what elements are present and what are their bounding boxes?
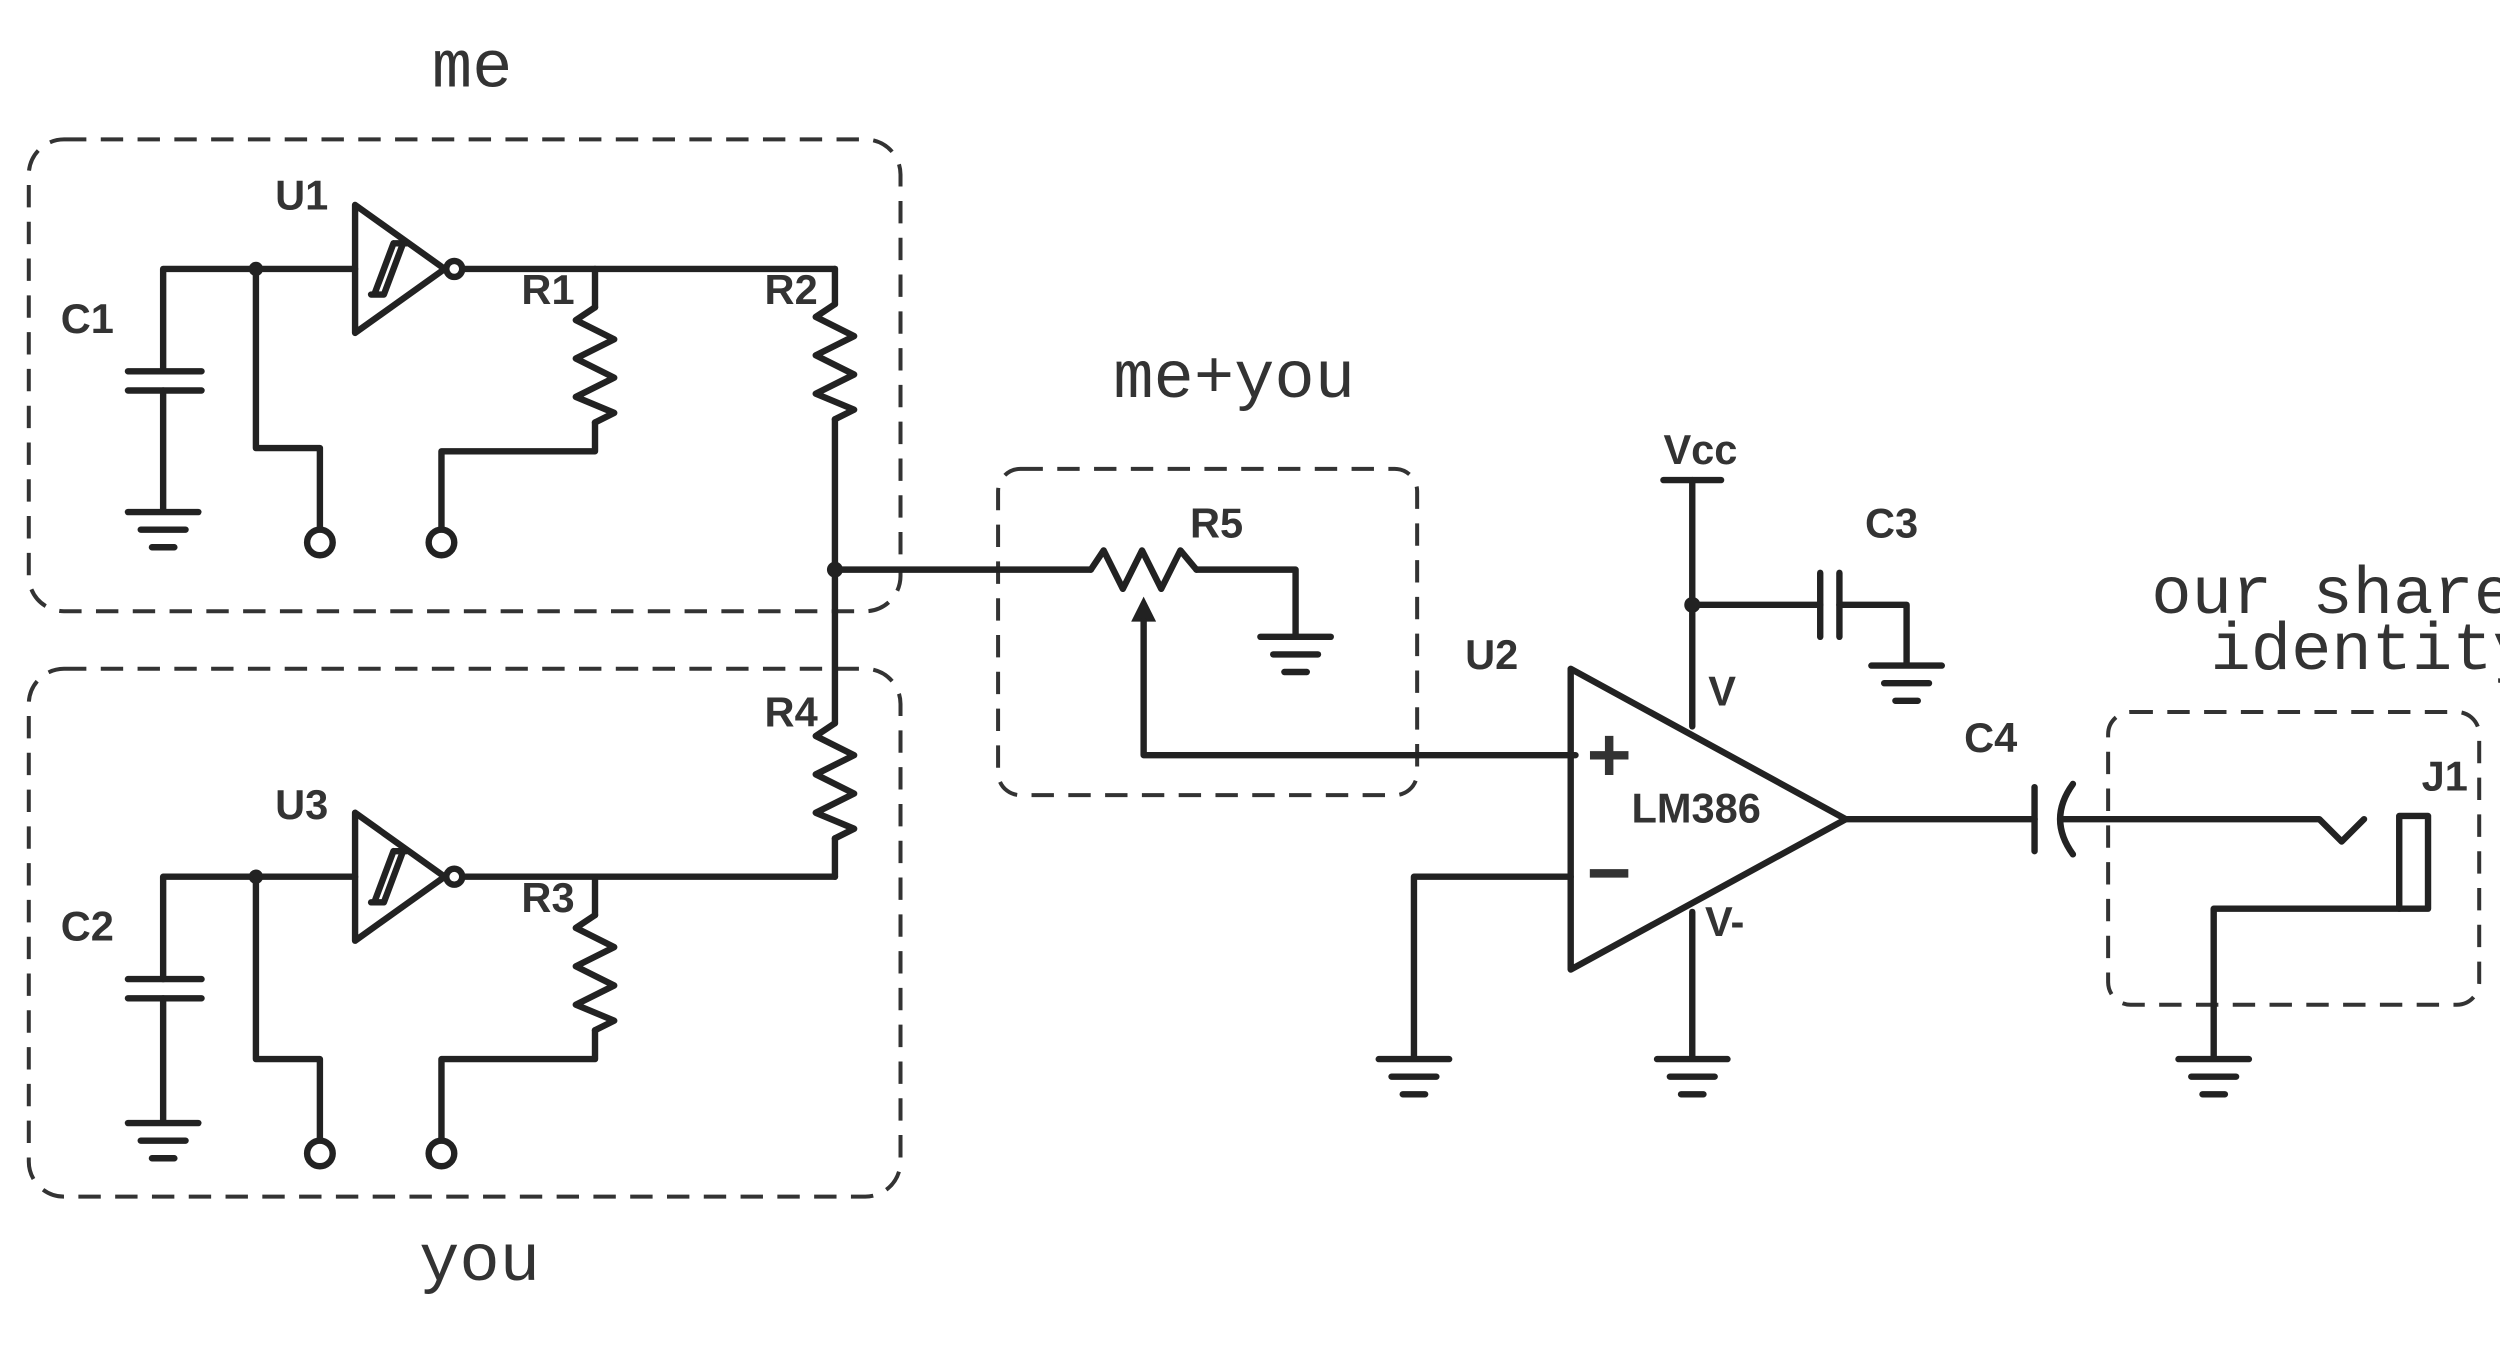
resistor-r3: R3 bbox=[425, 873, 618, 1170]
label-shared-1: our shared bbox=[2151, 558, 2500, 634]
ground-icon bbox=[1653, 1055, 1731, 1098]
capacitor-c2: C2 bbox=[61, 873, 260, 1162]
capacitor-c4: C4 bbox=[1842, 714, 2077, 858]
ref-r1: R1 bbox=[521, 266, 574, 313]
op-amp-icon: + − LM386 V V- U2 bbox=[1465, 631, 1850, 973]
capacitor-c3: C3 bbox=[1689, 500, 1945, 704]
resistor-r4: R4 bbox=[765, 566, 858, 880]
test-point bbox=[303, 526, 336, 559]
ground-icon bbox=[1868, 662, 1945, 704]
jack-sleeve bbox=[2396, 812, 2432, 912]
ground-icon bbox=[1257, 633, 1334, 676]
ref-r4: R4 bbox=[765, 688, 818, 735]
label-you: you bbox=[419, 1225, 540, 1301]
resistor-r1: R1 bbox=[425, 265, 618, 559]
ref-u2: U2 bbox=[1465, 631, 1518, 678]
label-shared-2: identity bbox=[2210, 614, 2500, 690]
amp-part-number: LM386 bbox=[1631, 784, 1760, 831]
group-box-you bbox=[26, 666, 903, 1199]
ref-r3: R3 bbox=[521, 874, 574, 921]
ref-c2: C2 bbox=[61, 903, 114, 950]
ref-c1: C1 bbox=[61, 295, 114, 342]
label-me: me bbox=[432, 32, 513, 108]
ref-c3: C3 bbox=[1865, 500, 1918, 547]
capacitor-c1: C1 bbox=[61, 265, 260, 551]
amp-plus-sign: + bbox=[1587, 713, 1632, 798]
ground-icon bbox=[2175, 1055, 2253, 1098]
ground-icon bbox=[124, 508, 202, 551]
ground-icon bbox=[1375, 1055, 1453, 1098]
group-box-shared-identity bbox=[2106, 709, 2482, 1007]
amp-minus-sign: − bbox=[1587, 831, 1632, 916]
ref-j1: J1 bbox=[2422, 752, 2468, 799]
oscillator-top: C1 U1 R1 R2 bbox=[61, 172, 858, 573]
wiper-arrow bbox=[1131, 596, 1157, 622]
potentiometer-r5: R5 bbox=[831, 500, 1579, 759]
ref-c4: C4 bbox=[1964, 714, 2017, 761]
amp-pin-v: V bbox=[1708, 668, 1736, 715]
oscillator-bottom: C2 U3 R3 R4 bbox=[61, 566, 858, 1170]
schmitt-inverter-icon: U3 bbox=[252, 781, 466, 944]
vcc-label: Vcc bbox=[1663, 426, 1737, 473]
test-point bbox=[425, 526, 458, 559]
ref-u3: U3 bbox=[275, 781, 328, 828]
amp-pin-vminus: V- bbox=[1705, 898, 1744, 945]
ref-u1: U1 bbox=[275, 172, 328, 219]
ref-r2: R2 bbox=[765, 266, 818, 313]
resistor-r2: R2 bbox=[765, 265, 858, 573]
audio-jack-icon: J1 bbox=[2056, 752, 2468, 1098]
ref-r5: R5 bbox=[1190, 500, 1243, 547]
group-box-me-you bbox=[996, 466, 1420, 798]
ground-icon bbox=[124, 1119, 202, 1162]
test-point bbox=[303, 1137, 336, 1170]
label-me-you: me+you bbox=[1113, 342, 1355, 418]
schmitt-inverter-icon: U1 bbox=[252, 172, 466, 337]
test-point bbox=[425, 1137, 458, 1170]
group-box-me bbox=[26, 137, 903, 614]
